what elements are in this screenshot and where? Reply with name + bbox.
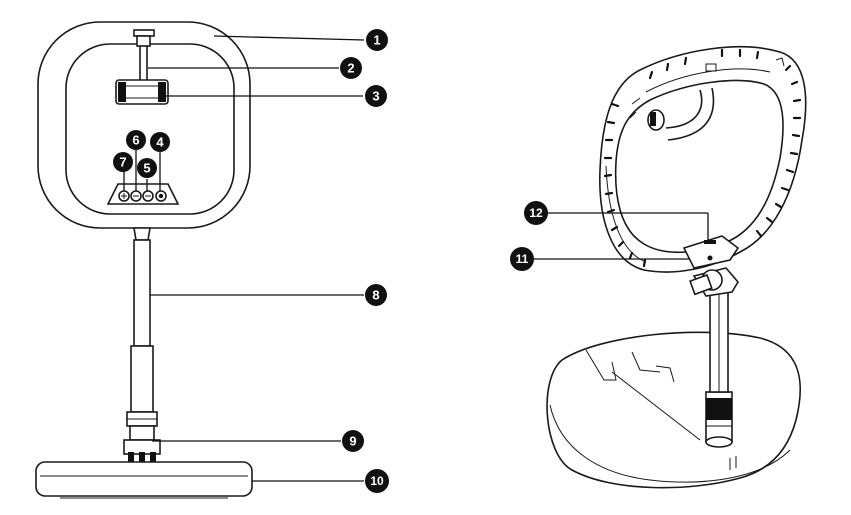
phone-holder-rod	[133, 29, 155, 80]
callout-1-number: 1	[373, 33, 380, 48]
pole-joint	[123, 411, 161, 462]
callout-2: 2	[340, 57, 362, 79]
callout-7: 7	[113, 152, 133, 172]
callout-12-number: 12	[529, 206, 543, 220]
side-leader-lines	[534, 212, 709, 260]
phone-clamp	[115, 79, 169, 105]
side-joint	[689, 267, 739, 297]
ring-connector	[133, 227, 151, 241]
telescopic-pole	[130, 239, 154, 413]
callout-9: 9	[342, 430, 364, 452]
callout-7-number: 7	[119, 155, 126, 170]
base-plate	[35, 461, 253, 499]
callout-6-number: 6	[132, 133, 139, 148]
callout-3: 3	[365, 85, 387, 107]
side-view	[546, 46, 807, 489]
callout-11: 11	[510, 247, 534, 271]
ring-symbols	[629, 57, 785, 119]
callout-12: 12	[524, 201, 548, 225]
led-markers	[603, 48, 802, 268]
callout-4: 4	[150, 132, 170, 152]
callout-2-number: 2	[347, 61, 354, 76]
callout-11-number: 11	[516, 252, 529, 266]
control-panel	[106, 183, 180, 205]
callout-3-number: 3	[372, 89, 379, 104]
callout-10: 10	[365, 469, 389, 493]
side-control-box	[682, 235, 740, 269]
front-view	[35, 21, 253, 499]
callout-8-number: 8	[372, 288, 379, 303]
callout-10-number: 10	[370, 474, 384, 488]
callout-5-number: 5	[143, 161, 150, 176]
callout-4-number: 4	[156, 135, 164, 150]
side-base	[546, 331, 802, 489]
callout-1: 1	[366, 29, 388, 51]
side-ring	[599, 46, 807, 273]
side-pole	[705, 289, 733, 448]
side-phone-arm	[647, 87, 715, 141]
callout-8: 8	[365, 284, 387, 306]
callout-9-number: 9	[349, 434, 356, 449]
callout-6: 6	[126, 130, 146, 150]
callout-5: 5	[137, 158, 157, 178]
front-leader-lines	[123, 35, 365, 482]
